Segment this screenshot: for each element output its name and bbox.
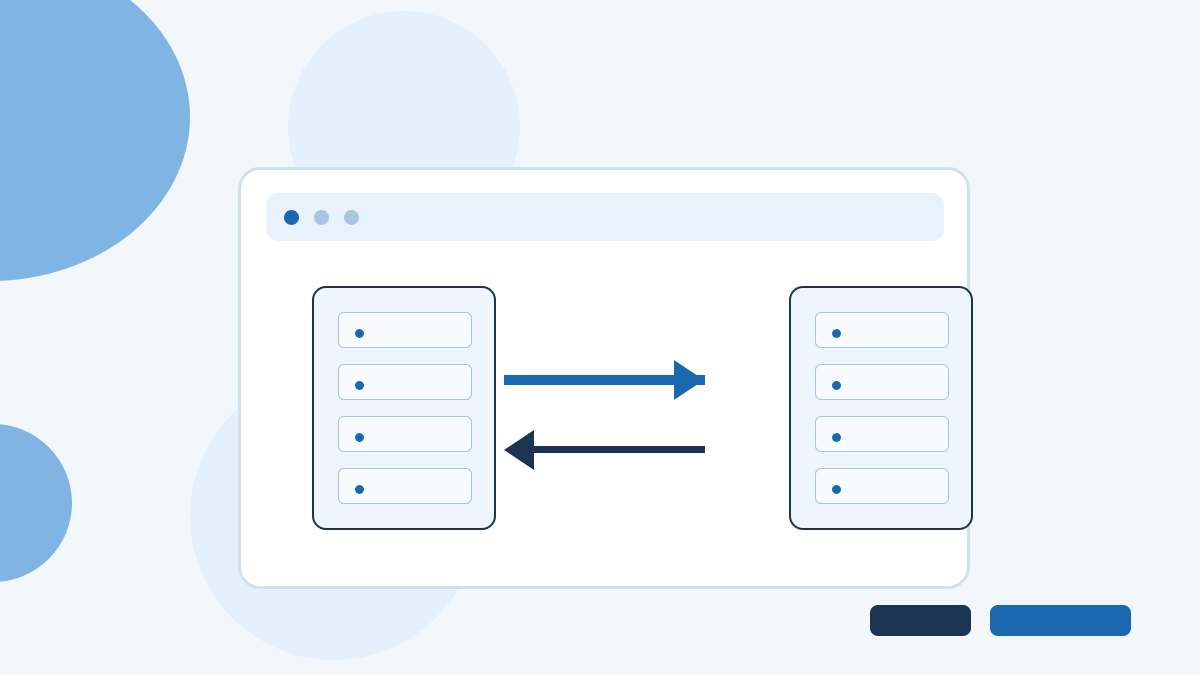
navy-pill-button[interactable] <box>870 605 971 636</box>
slot-indicator <box>832 433 841 442</box>
slot-indicator <box>355 381 364 390</box>
arrow-left-icon <box>504 430 705 470</box>
blue-pill-button[interactable] <box>990 605 1131 636</box>
source-server-icon <box>312 286 496 530</box>
slot-indicator <box>832 381 841 390</box>
slot-indicator <box>832 329 841 338</box>
server-slot <box>338 364 472 400</box>
window-dot-active <box>284 210 299 225</box>
server-slot <box>815 364 949 400</box>
slot-indicator <box>832 485 841 494</box>
window-titlebar <box>266 193 944 241</box>
server-slot <box>815 312 949 348</box>
window-dot-inactive <box>344 210 359 225</box>
target-server-icon <box>789 286 973 530</box>
slot-indicator <box>355 485 364 494</box>
arrow-right-icon <box>504 360 705 400</box>
server-slot <box>338 416 472 452</box>
server-slot <box>815 416 949 452</box>
server-slot <box>815 468 949 504</box>
window-dot-inactive <box>314 210 329 225</box>
slot-indicator <box>355 329 364 338</box>
slot-indicator <box>355 433 364 442</box>
server-slot <box>338 312 472 348</box>
server-slot <box>338 468 472 504</box>
